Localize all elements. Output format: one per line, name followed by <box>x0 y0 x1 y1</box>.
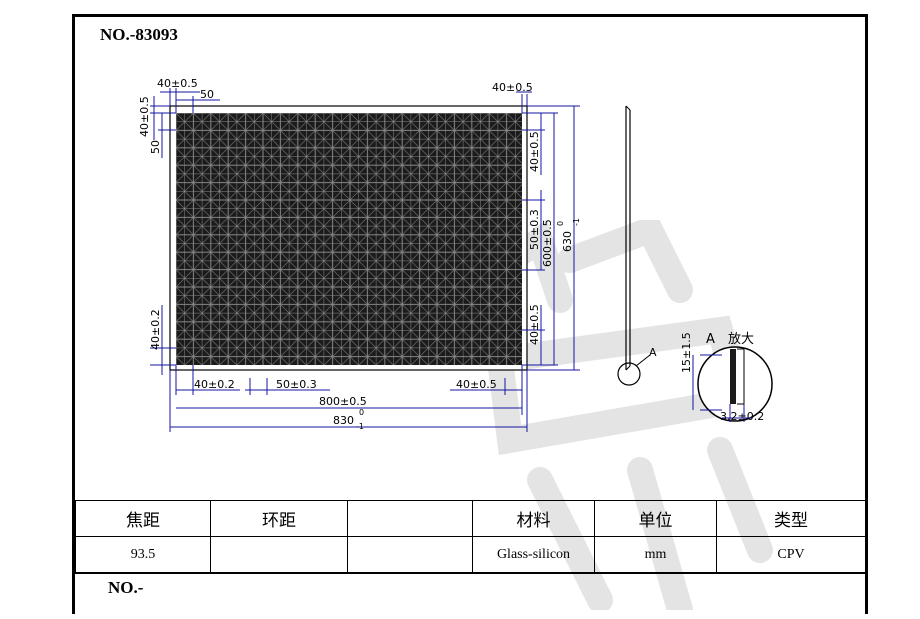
dim-left-bottom-margin: 40±0.2 <box>149 309 162 350</box>
dim-left-top-margin: 40±0.5 <box>138 96 151 137</box>
dim-right-top-margin: 40±0.5 <box>528 131 541 172</box>
table-value-row: 93.5 Glass-silicon mm CPV <box>75 536 866 574</box>
detail-title: 放大 <box>728 332 754 347</box>
header-blank <box>347 500 473 537</box>
dim-top-right-margin: 40±0.5 <box>492 81 533 94</box>
lens-array <box>176 113 522 365</box>
dim-outer-height: 630 <box>561 231 574 252</box>
dim-outer-width-tol-bottom: -1 <box>356 422 364 431</box>
header-unit: 单位 <box>594 500 717 537</box>
dim-outer-width: 830 <box>333 414 354 427</box>
dim-bottom-right-margin: 40±0.5 <box>456 378 497 391</box>
dim-bottom-left-margin: 40±0.2 <box>194 378 235 391</box>
detail-view <box>692 346 773 422</box>
dim-inner-width: 800±0.5 <box>319 395 367 408</box>
value-blank <box>347 536 473 574</box>
dim-detail-height: 15±1.5 <box>680 332 693 373</box>
dim-outer-height-tol-top: 0 <box>556 221 565 226</box>
section-marker: A <box>649 346 657 359</box>
table-header-row: 焦距 环距 材料 单位 类型 <box>75 500 866 537</box>
dim-right-cell-pitch: 50±0.3 <box>528 209 541 250</box>
drawing-frame <box>72 14 868 614</box>
value-focal-length: 93.5 <box>75 536 211 574</box>
value-unit: mm <box>594 536 717 574</box>
dim-top-left-margin: 40±0.5 <box>157 77 198 90</box>
footer-model-label: NO.- <box>108 578 144 597</box>
dim-left-cell-height: 50 <box>149 140 162 154</box>
value-material: Glass-silicon <box>472 536 595 574</box>
detail-circle <box>617 362 641 386</box>
dim-outer-height-tol-bottom: -1 <box>572 218 581 226</box>
header-focal-length: 焦距 <box>75 500 211 537</box>
spec-table: 焦距 环距 材料 单位 类型 93.5 Glass-silicon mm CPV <box>75 500 866 574</box>
dim-detail-thickness: 3.2±0.2 <box>720 410 764 423</box>
header-type: 类型 <box>716 500 866 537</box>
side-view <box>617 105 651 386</box>
dim-right-bottom-margin: 40±0.5 <box>528 304 541 345</box>
model-number: NO.-83093 <box>100 25 178 44</box>
dim-top-cell-width: 50 <box>200 88 214 101</box>
header-ring-distance: 环距 <box>210 500 348 537</box>
footer-row <box>75 572 865 619</box>
value-ring-distance <box>210 536 348 574</box>
dim-inner-height: 600±0.5 <box>541 219 554 267</box>
value-type: CPV <box>716 536 866 574</box>
dim-outer-width-tol-top: 0 <box>359 408 364 417</box>
header-material: 材料 <box>472 500 595 537</box>
dim-bottom-cell-pitch: 50±0.3 <box>276 378 317 391</box>
detail-title-letter: A <box>706 332 715 347</box>
dimension-lines <box>150 88 580 432</box>
